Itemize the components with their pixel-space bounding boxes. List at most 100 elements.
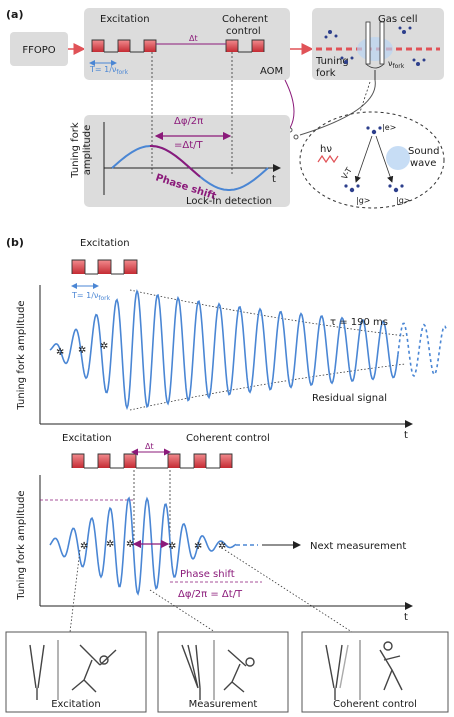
cable-port-2 [293, 134, 299, 140]
excitation-label-b2: Excitation [62, 433, 112, 444]
aom-cable [284, 79, 295, 129]
zoom-line [359, 81, 371, 113]
gas-cell-label: Gas cell [378, 14, 417, 25]
star-markers-b2: ✲ ✲ ✲ ✲ ✲ ✲ [80, 539, 226, 552]
leader-excitation [69, 549, 81, 633]
sound-wave-label2: wave [410, 158, 436, 169]
ylabel-a1: Tuning fork [70, 122, 81, 179]
ffopo-box [10, 32, 68, 66]
pulse-train-b1 [71, 259, 138, 275]
tuning-fork-label2: fork [316, 68, 336, 79]
inset-measurement [157, 631, 289, 713]
laser-pulse [98, 260, 111, 274]
phase-formula-a2: =Δt/T [174, 140, 204, 151]
inset-measurement-label: Measurement [189, 699, 258, 710]
svg-text:✲: ✲ [168, 541, 176, 552]
period-label-a: T= 1/νfork [89, 65, 129, 76]
aom-label: AOM [260, 66, 283, 77]
ground-state-1: |g> [356, 196, 370, 205]
relax-arrow [354, 135, 373, 183]
svg-text:✲: ✲ [126, 539, 134, 550]
sound-wave-label1: Sound [408, 146, 440, 157]
ylabel-a2: amplitude [82, 125, 93, 176]
ylabel-b1: Tuning fork amplitude [16, 300, 27, 410]
ringdown-continuation [397, 322, 447, 378]
pulse-outline [91, 39, 157, 53]
photon-icon [317, 154, 339, 164]
leader-coherent [224, 549, 353, 633]
ffopo-label: FFOPO [22, 45, 55, 56]
ringdown-wave [49, 289, 399, 411]
laser-pulse [194, 454, 206, 468]
zoom-ellipse [299, 111, 445, 209]
laser-pulse [92, 40, 104, 52]
inset-sketches [29, 640, 403, 700]
laser-pulse [72, 454, 84, 468]
laser-pulse [226, 40, 238, 52]
tau-label: τ = 190 ms [330, 317, 388, 328]
leader-measurement [149, 589, 216, 633]
laser-pulse [168, 454, 180, 468]
pulse-outline [225, 39, 265, 53]
inset-excitation-label: Excitation [51, 699, 101, 710]
vvt-label: V-T [340, 166, 354, 181]
laser-pulse [72, 260, 85, 274]
panel-b-label: (b) [6, 236, 24, 249]
tuning-fork-label1: Tuning [315, 56, 349, 67]
svg-text:✲: ✲ [218, 541, 226, 552]
shifted-wave-a [150, 145, 201, 178]
period-label-b: T= 1/νfork [71, 291, 111, 302]
excitation-label-b1: Excitation [80, 238, 130, 249]
gas-molecule-icons [324, 26, 426, 66]
svg-text:✲: ✲ [194, 541, 202, 552]
excitation-label-a: Excitation [100, 14, 150, 25]
dt-label-a: Δt [189, 34, 198, 43]
pulse-train-b2 [71, 453, 233, 469]
laser-pulse [220, 454, 232, 468]
envelope-upper [129, 289, 406, 337]
laser-pulse [252, 40, 264, 52]
panel-a-label: (a) [6, 8, 23, 21]
laser-pulse [124, 260, 137, 274]
laser-pulse [124, 454, 136, 468]
coherent-control-wave [49, 496, 237, 596]
tuning-fork-icon [365, 21, 385, 80]
ground-state-2: |g> [396, 196, 410, 205]
t-label-a: t [272, 174, 276, 185]
phase-formula-a1: Δφ/2π [174, 116, 203, 127]
excited-state: |e> [382, 123, 396, 132]
laser-pulse [118, 40, 130, 52]
molecule-icons-zoom [344, 126, 404, 193]
t-label-b2: t [404, 612, 408, 623]
coherent-label-a1: Coherent [222, 14, 268, 25]
ylabel-b2: Tuning fork amplitude [16, 490, 27, 600]
excitation-star-markers: ✲✲✲ [56, 341, 108, 358]
svg-text:✲: ✲ [106, 539, 114, 550]
pulse-outline [71, 453, 233, 469]
svg-text:✲: ✲ [100, 341, 108, 352]
lockin-box [84, 115, 290, 207]
coherent-label-b2: Coherent control [186, 433, 270, 444]
sound-cloud [357, 37, 393, 61]
envelope-lower [129, 363, 406, 411]
laser-pulse [98, 454, 110, 468]
phase-formula-b: Δφ/2π = Δt/T [178, 589, 243, 600]
lockin-label: Lock-in detection [186, 196, 272, 207]
laser-pulse [144, 40, 156, 52]
coherent-label-a2: control [226, 26, 261, 37]
fork-cable [299, 79, 376, 136]
next-measurement-label: Next measurement [310, 541, 406, 552]
hv-label: hν [320, 144, 332, 155]
nu-fork-label: νfork [388, 59, 405, 70]
decay-arrow [375, 135, 394, 183]
pulse-train-a [91, 39, 265, 53]
svg-text:✲: ✲ [80, 541, 88, 552]
svg-text:✲: ✲ [56, 347, 64, 358]
phase-shift-b: Phase shift [180, 569, 235, 580]
dt-label-b: Δt [145, 442, 154, 451]
residual-label: Residual signal [312, 393, 387, 404]
t-label-b1: t [404, 430, 408, 441]
inset-excitation [5, 631, 147, 713]
